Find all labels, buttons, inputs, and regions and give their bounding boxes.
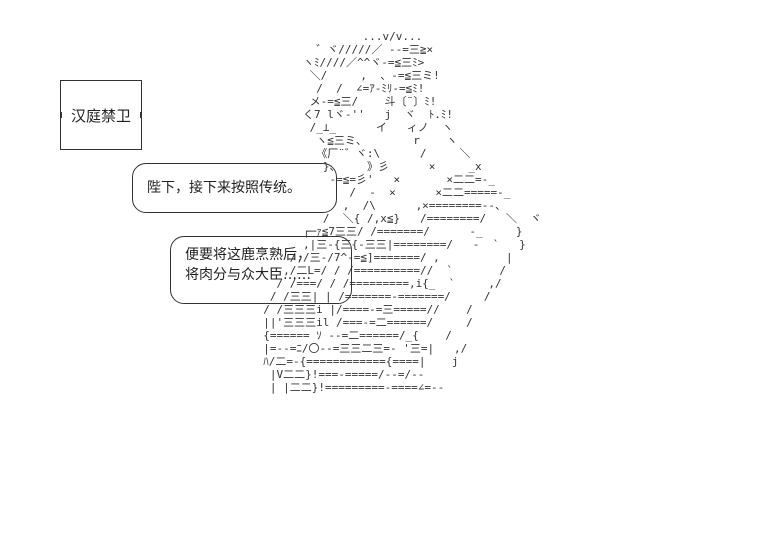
speaker-label: 汉庭禁卫 [60,80,142,150]
speech-bubble-2-line1: 便要将这鹿烹熟后， [185,247,311,263]
ascii-art-text: ...v/v... ゛ヾ/////／ --=三≧× ヽﾐ////／^^ヾ-=≦三… [263,30,542,394]
speech-bubble-1-text: 陛下，接下来按照传统。 [147,180,301,196]
speech-bubble-2-line2: 将肉分与众大臣…… [185,267,311,283]
speech-bubble-1: 陛下，接下来按照传统。 [132,163,337,213]
ascii-art-figure: ...v/v... ゛ヾ/////／ --=三≧× ヽﾐ////／^^ヾ-=≦三… [250,30,700,530]
speech-bubble-2: 便要将这鹿烹熟后， 将肉分与众大臣…… [170,236,352,304]
speaker-label-text: 汉庭禁卫 [70,106,131,125]
